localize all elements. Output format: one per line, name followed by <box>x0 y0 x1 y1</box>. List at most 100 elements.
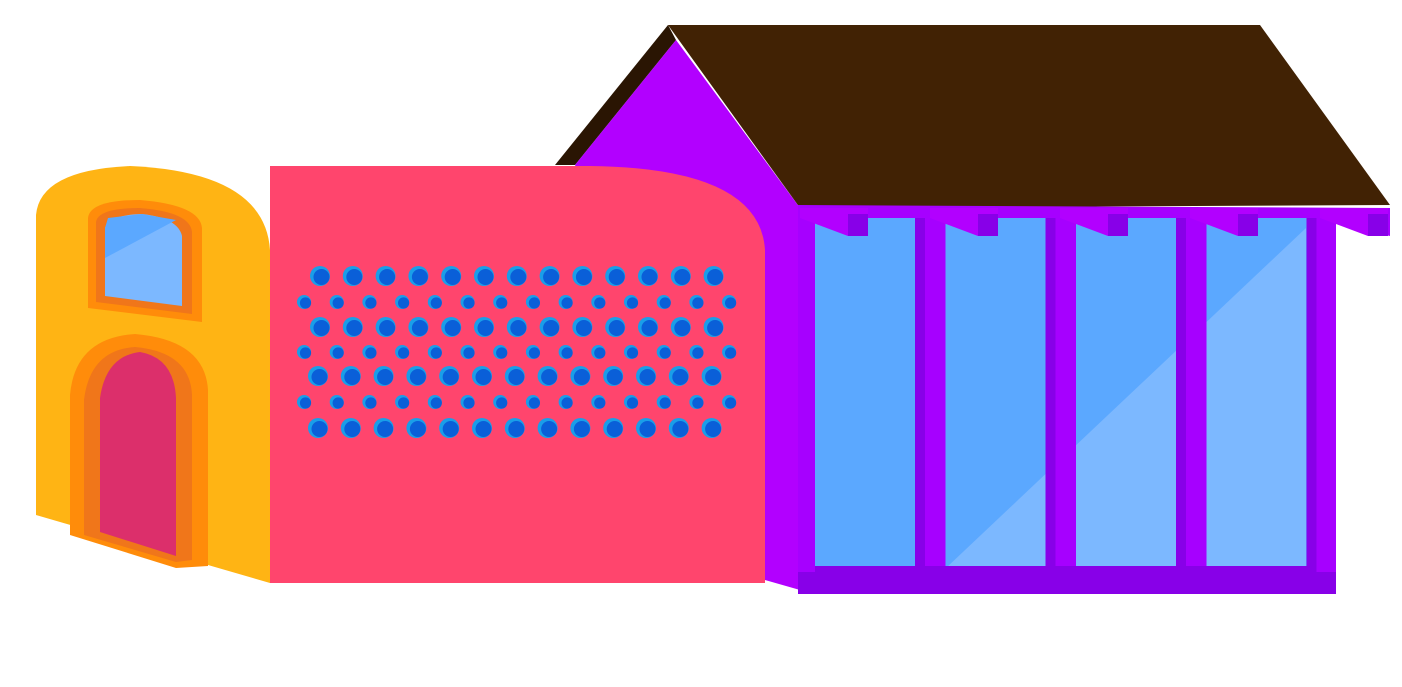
grille-dot-inner <box>463 397 475 409</box>
grille-dot-inner <box>626 347 639 359</box>
grille-dot-inner <box>528 397 541 409</box>
grille-dot-inner <box>528 347 541 359</box>
grille-dot-inner <box>561 347 573 359</box>
grille-dot-inner <box>365 297 377 309</box>
grille-dot-inner <box>594 397 606 409</box>
grille-dot-inner <box>379 320 396 336</box>
entrance-block <box>36 166 270 583</box>
grille-dot-inner <box>475 369 492 385</box>
grille-dot-inner <box>725 397 737 409</box>
mullion-shadow <box>1306 218 1317 572</box>
rafter-end-shadow <box>978 214 998 236</box>
grille-dot-inner <box>674 320 691 336</box>
grille-dot-inner <box>508 421 525 437</box>
grille-dot-inner <box>606 421 623 437</box>
grille-dot-inner <box>659 397 671 409</box>
grille-dot-inner <box>639 369 656 385</box>
grille-dot-inner <box>561 297 573 309</box>
grille-dot-inner <box>705 421 722 437</box>
grille-dot-inner <box>398 297 410 309</box>
grille-dot-inner <box>575 320 592 336</box>
grille-dot-inner <box>411 269 428 285</box>
grille-dot-inner <box>411 320 428 336</box>
grille-dot-inner <box>692 397 704 409</box>
grille-dot-inner <box>659 297 671 309</box>
grille-dot-inner <box>299 397 312 409</box>
grille-dot-inner <box>725 347 737 359</box>
grille-dot-inner <box>639 421 656 437</box>
grille-dot-inner <box>442 421 459 437</box>
dot-grille <box>297 266 737 438</box>
grille-dot-inner <box>510 320 527 336</box>
grille-dot-inner <box>626 297 639 309</box>
grille-dot-inner <box>594 347 606 359</box>
grille-dot-inner <box>463 297 475 309</box>
glass-extension <box>798 205 1390 594</box>
grille-dot-inner <box>608 269 625 285</box>
window-panels <box>815 218 1317 574</box>
grille-dot-inner <box>543 269 560 285</box>
grille-dot-inner <box>626 397 639 409</box>
grille-dot-inner <box>444 269 461 285</box>
grille-dot-inner <box>477 269 494 285</box>
roof-surface <box>668 25 1390 208</box>
roof <box>555 25 1390 208</box>
grille-dot-inner <box>398 397 410 409</box>
door[interactable] <box>100 352 176 556</box>
grille-dot-inner <box>430 347 442 359</box>
grille-dot-inner <box>674 269 691 285</box>
grille-dot-inner <box>496 347 508 359</box>
grille-dot-inner <box>707 269 724 285</box>
grille-dot-inner <box>430 297 442 309</box>
grille-dot-inner <box>409 421 426 437</box>
grille-dot-inner <box>477 320 494 336</box>
grille-dot-inner <box>365 397 377 409</box>
window-sill <box>815 566 1315 574</box>
roof-beams <box>800 208 1388 236</box>
grille-dot-inner <box>377 421 394 437</box>
grille-dot-inner <box>346 269 363 285</box>
grille-dot-inner <box>344 421 361 437</box>
grille-dot-inner <box>311 369 328 385</box>
grille-dot-inner <box>346 320 363 336</box>
grille-dot-inner <box>541 421 558 437</box>
grille-dot-inner <box>313 320 330 336</box>
grille-dot-inner <box>641 320 658 336</box>
grille-dot-inner <box>313 269 330 285</box>
roof-shadow <box>555 25 676 165</box>
grille-dot-inner <box>299 297 312 309</box>
grille-dot-inner <box>672 421 689 437</box>
grille-dot-inner <box>659 347 671 359</box>
grille-dot-inner <box>332 347 344 359</box>
grille-dot-inner <box>725 297 737 309</box>
grille-dot-inner <box>707 320 724 336</box>
rafter-end-shadow <box>1368 214 1388 236</box>
grille-dot-inner <box>573 369 590 385</box>
grille-dot-inner <box>442 369 459 385</box>
grille-dot-inner <box>379 269 396 285</box>
grille-dot-inner <box>332 297 344 309</box>
grille-dot-inner <box>475 421 492 437</box>
grille-dot-inner <box>508 369 525 385</box>
grille-dot-inner <box>377 369 394 385</box>
grille-dot-inner <box>594 297 606 309</box>
grille-dot-inner <box>608 320 625 336</box>
grille-dot-inner <box>311 421 328 437</box>
grille-dot-inner <box>344 369 361 385</box>
extension-base-shadow <box>798 572 1336 594</box>
window-panel <box>815 218 915 568</box>
grille-dot-inner <box>705 369 722 385</box>
grille-dot-inner <box>299 347 312 359</box>
grille-dot-inner <box>463 347 475 359</box>
rafter-end-shadow <box>1238 214 1258 236</box>
grille-dot-inner <box>692 347 704 359</box>
grille-dot-inner <box>332 397 344 409</box>
grille-dot-inner <box>398 347 410 359</box>
grille-dot-inner <box>365 347 377 359</box>
mullion-shadow <box>915 218 925 572</box>
grille-dot-inner <box>409 369 426 385</box>
grille-dot-inner <box>430 397 442 409</box>
grille-dot-inner <box>528 297 541 309</box>
